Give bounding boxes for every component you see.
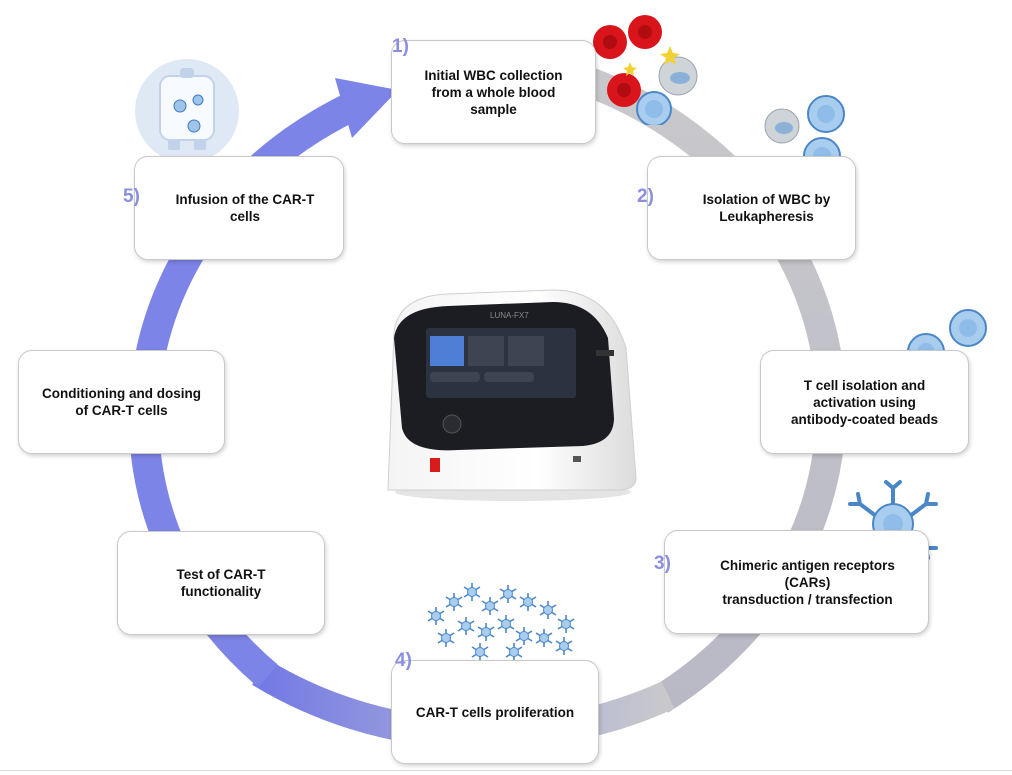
small-car-t-cell bbox=[499, 585, 517, 603]
proliferating-cells-icon bbox=[427, 583, 575, 660]
cell-counter-device: LUNA-FX7 bbox=[387, 289, 637, 501]
step-4-box: CAR-T cells proliferation bbox=[391, 660, 599, 764]
device-brand: LUNA-FX7 bbox=[490, 311, 529, 320]
blood-cells-icon bbox=[593, 15, 698, 125]
small-car-t-cell bbox=[555, 637, 573, 655]
arrow-head bbox=[335, 78, 398, 138]
small-car-t-cell bbox=[463, 583, 481, 601]
small-car-t-cell bbox=[437, 629, 455, 647]
step-3-box: Chimeric antigen receptors (CARs) transd… bbox=[664, 530, 929, 634]
small-car-t-cell bbox=[505, 643, 523, 660]
small-car-t-cell bbox=[515, 627, 533, 645]
t-cell-isolation-box: T cell isolation and activation using an… bbox=[760, 350, 969, 454]
small-car-t-cell bbox=[477, 623, 495, 641]
step-2-box: Isolation of WBC by Leukapheresis bbox=[647, 156, 856, 260]
step-3-number: 3) bbox=[654, 553, 671, 574]
test-functionality-text: Test of CAR-T functionality bbox=[176, 567, 266, 599]
small-car-t-cell bbox=[471, 643, 489, 660]
step-4-text: CAR-T cells proliferation bbox=[415, 704, 575, 720]
conditioning-box: Conditioning and dosing of CAR-T cells bbox=[18, 350, 225, 454]
small-car-t-cell bbox=[557, 615, 575, 633]
conditioning-text: Conditioning and dosing of CAR-T cells bbox=[42, 386, 201, 418]
small-car-t-cell bbox=[519, 593, 537, 611]
small-car-t-cell bbox=[535, 629, 553, 647]
small-car-t-cell bbox=[427, 607, 445, 625]
small-car-t-cell bbox=[497, 615, 515, 633]
step-2-number: 2) bbox=[637, 186, 654, 207]
step-5-text: Infusion of the CAR-T cells bbox=[175, 192, 315, 224]
small-car-t-cell bbox=[445, 593, 463, 611]
bottom-divider bbox=[0, 770, 1012, 771]
step-5-number: 5) bbox=[123, 186, 140, 207]
iv-bag-icon bbox=[135, 59, 239, 163]
step-3-text: Chimeric antigen receptors (CARs) transd… bbox=[720, 557, 895, 607]
test-functionality-box: Test of CAR-T functionality bbox=[117, 531, 325, 635]
step-1-number: 1) bbox=[392, 36, 409, 57]
step-5-box: Infusion of the CAR-T cells bbox=[134, 156, 344, 260]
step-1-box: Initial WBC collection from a whole bloo… bbox=[391, 40, 596, 144]
small-car-t-cell bbox=[481, 597, 499, 615]
step-2-text: Isolation of WBC by Leukapheresis bbox=[702, 192, 831, 224]
small-car-t-cell bbox=[457, 617, 475, 635]
t-cell-isolation-text: T cell isolation and activation using an… bbox=[790, 377, 939, 427]
step-1-text: Initial WBC collection from a whole bloo… bbox=[424, 67, 563, 117]
step-4-number: 4) bbox=[395, 650, 412, 671]
small-car-t-cell bbox=[539, 601, 557, 619]
